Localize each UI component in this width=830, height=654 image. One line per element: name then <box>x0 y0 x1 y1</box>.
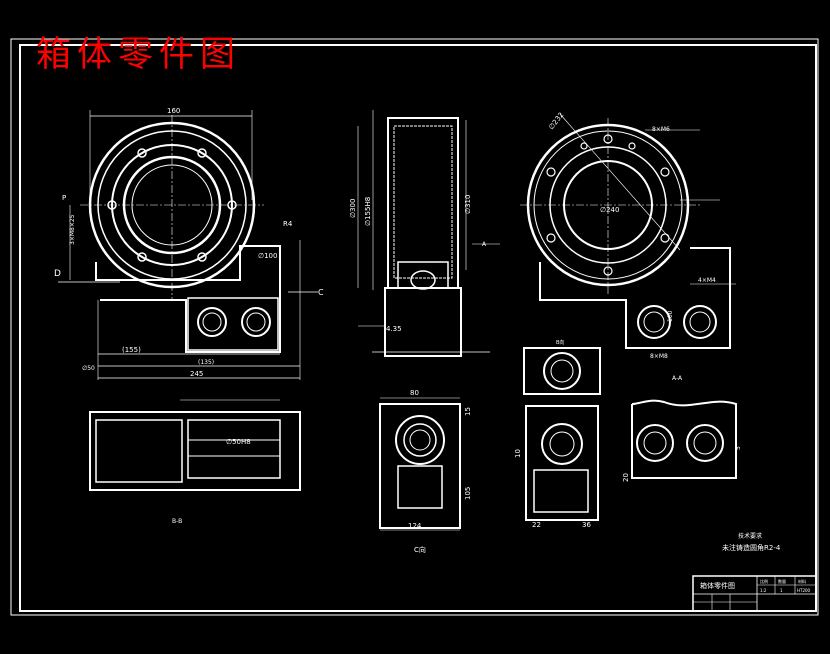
drawing-title: 箱体零件图 <box>36 35 242 75</box>
small-views-labels: 22 36 10 20 B向 A-A 5 <box>514 339 742 529</box>
c-view-labels: 80 124 15 105 C向 <box>408 389 472 554</box>
dim-d5: 5 <box>735 446 742 450</box>
dim-r4: R4 <box>283 220 293 228</box>
dim-d155: (155) <box>122 346 141 354</box>
title-block-name: 箱体零件图 <box>700 581 735 590</box>
dim-d300: ∅300 <box>349 199 357 218</box>
inner-border <box>19 44 817 612</box>
view-bb: B-B <box>172 518 182 525</box>
dim-d135: (135) <box>198 359 214 366</box>
c-view <box>379 397 461 531</box>
dim-d4-35: 4.35 <box>386 325 402 333</box>
label-c: C <box>318 288 324 297</box>
left-note: 3×M8×25 <box>69 214 76 245</box>
title-block-col2: 数量 <box>778 578 786 584</box>
dim-d50h8: ∅50H8 <box>226 438 251 446</box>
dim-top-width: 160 <box>167 107 180 115</box>
title-block-text: 箱体零件图 比例 数量 材料 1:2 1 HT200 <box>700 578 811 593</box>
note-line-2: 未注铸造圆角R2-4 <box>722 543 781 552</box>
label-p: P <box>62 194 66 202</box>
dim-d20: 20 <box>622 473 630 482</box>
dim-d15: 15 <box>464 407 472 416</box>
dim-d105: 105 <box>464 487 472 500</box>
title-block <box>692 575 817 612</box>
title-block-col1: 比例 <box>760 578 768 584</box>
title-block-v3: HT200 <box>797 588 811 593</box>
dim-4m4: 4×M4 <box>698 277 716 284</box>
front-view-labels: 160 P D 3×M8×25 R4 ∅100 (155) (135) 245 … <box>54 107 324 378</box>
small-views <box>523 347 737 521</box>
side-section-view <box>357 110 500 357</box>
dim-d240: ∅240 <box>600 206 619 214</box>
dim-100: 100 <box>667 310 674 322</box>
label-a: A <box>482 241 487 248</box>
side-base <box>384 287 462 357</box>
dim-d100: ∅100 <box>258 252 277 260</box>
title-block-col3: 材料 <box>798 578 806 584</box>
technical-notes: 技术要求 未注铸造圆角R2-4 <box>722 532 781 552</box>
front-lower-block <box>187 297 279 351</box>
dim-d124: 124 <box>408 522 422 530</box>
front-hole-left <box>197 307 227 337</box>
dim-8m6: 8×M6 <box>652 126 670 133</box>
view-b-dir: B向 <box>556 339 564 346</box>
dim-d36: 36 <box>582 521 591 529</box>
label-d: D <box>54 269 61 279</box>
dim-d80: 80 <box>410 389 419 397</box>
outer-border <box>10 38 819 616</box>
dim-d310: ∅310 <box>464 195 472 214</box>
view-aa: A-A <box>672 375 683 382</box>
dim-d10: 10 <box>514 449 522 458</box>
title-block-v2: 1 <box>780 588 783 593</box>
note-line-1: 技术要求 <box>738 532 762 540</box>
side-section-labels: ∅300 ∅155H8 ∅310 4.35 A <box>349 195 487 333</box>
dim-d155h8: ∅155H8 <box>364 197 372 226</box>
dim-8m8: 8×M8 <box>650 353 668 360</box>
right-view <box>520 113 736 349</box>
title-block-v1: 1:2 <box>760 588 767 593</box>
dim-d50: ∅50 <box>82 365 95 372</box>
front-hole-right <box>241 307 271 337</box>
view-cc: C向 <box>414 545 426 554</box>
bottom-section-labels: ∅50H8 B-B <box>172 438 251 525</box>
dim-d22: 22 <box>532 521 541 529</box>
dim-d245: 245 <box>190 370 203 378</box>
bottom-section-view <box>89 399 301 491</box>
front-view <box>58 110 318 380</box>
